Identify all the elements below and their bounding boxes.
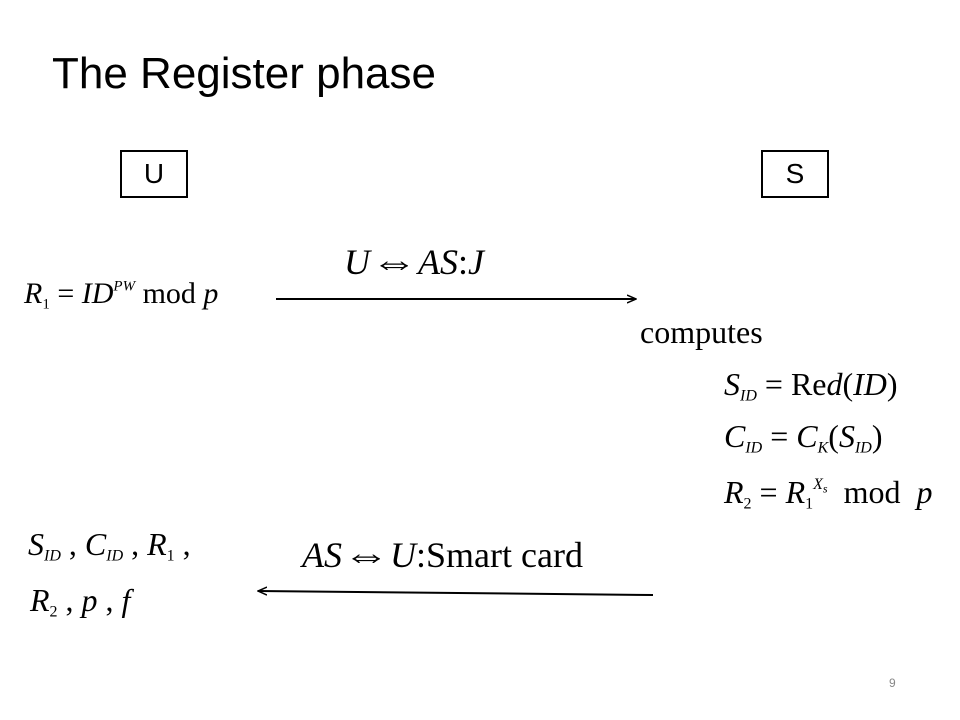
- message-register-request: U⇔AS:J: [344, 242, 484, 282]
- server-box: S: [761, 150, 829, 198]
- eq-r1: R1 = IDPW mod p: [24, 277, 219, 313]
- slide-title: The Register phase: [52, 49, 436, 98]
- arrow-server-to-user: [258, 591, 654, 596]
- card-contents-line2: R2 , p , f: [30, 582, 131, 621]
- eq-r2: R2 = R1Xs mod p: [724, 474, 933, 513]
- eq-cid: CID = CK(SID): [724, 418, 883, 457]
- eq-sid: SID = Red(ID): [724, 366, 898, 405]
- page-number: 9: [889, 676, 896, 690]
- computes-label: computes: [640, 314, 763, 350]
- card-contents-line1: SID , CID , R1 ,: [28, 526, 191, 565]
- user-box: U: [120, 150, 188, 198]
- message-smart-card: AS⇔U:Smart card: [302, 535, 583, 575]
